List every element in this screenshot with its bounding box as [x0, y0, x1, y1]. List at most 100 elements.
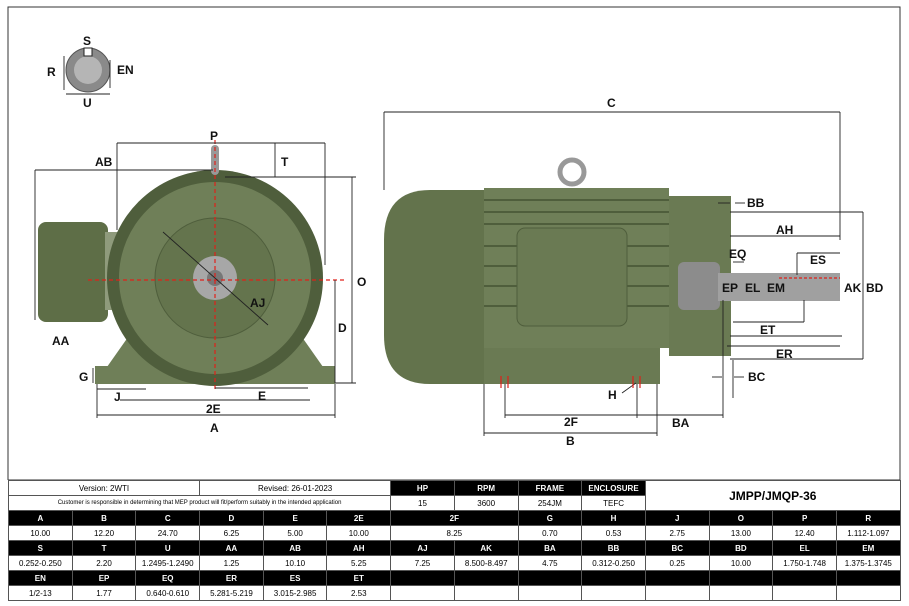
label-2E: 2E	[206, 402, 221, 416]
label-R: R	[47, 65, 56, 79]
label-O: O	[357, 275, 366, 289]
dim-label: EQ	[135, 570, 201, 586]
dim-value: 12.20	[71, 525, 137, 541]
label-AH: AH	[776, 223, 793, 237]
dim-value	[835, 585, 901, 601]
dim-label: G	[517, 510, 583, 526]
dim-value	[644, 585, 710, 601]
dim-value: 1.2495-1.2490	[135, 555, 201, 571]
front-view: P AB T O D AJ AA G J 2E E A	[34, 129, 366, 435]
dim-label: BA	[517, 540, 583, 556]
dim-value	[708, 585, 774, 601]
label-EQ: EQ	[729, 247, 746, 261]
dim-label: P	[772, 510, 837, 526]
dim-value: 2.20	[71, 555, 137, 571]
dim-label: D	[199, 510, 264, 526]
dim-label: B	[71, 510, 137, 526]
dim-value: 1.112-1.097	[835, 525, 901, 541]
dim-value: 13.00	[708, 525, 774, 541]
version: Version: 2WTI	[7, 480, 201, 496]
label-AJ: AJ	[250, 296, 265, 310]
dim-label: 2E	[326, 510, 392, 526]
dim-label: AA	[199, 540, 264, 556]
revised-date: Revised: 26-01-2023	[199, 480, 392, 496]
dim-value	[453, 585, 519, 601]
dim-label: ES	[262, 570, 328, 586]
dim-value: 2.75	[644, 525, 710, 541]
shaft-end-detail: S R EN U	[47, 34, 134, 110]
dim-label: J	[644, 510, 710, 526]
spec-label: RPM	[453, 480, 519, 496]
dim-value	[390, 585, 455, 601]
spec-label: FRAME	[517, 480, 583, 496]
dim-value	[772, 585, 837, 601]
dim-value	[581, 585, 646, 601]
dim-label: BD	[708, 540, 774, 556]
dim-value: 0.312-0.250	[581, 555, 646, 571]
dim-value: 10.10	[262, 555, 328, 571]
dim-label: BC	[644, 540, 710, 556]
dim-value: 1.375-1.3745	[835, 555, 901, 571]
label-B: B	[566, 434, 575, 448]
label-AB: AB	[95, 155, 113, 169]
label-C: C	[607, 96, 616, 110]
dim-label: S	[8, 540, 73, 556]
dim-value: 3.015-2.985	[262, 585, 328, 601]
dim-value: 8.25	[390, 525, 519, 541]
dim-label: C	[135, 510, 201, 526]
dim-label: U	[135, 540, 201, 556]
dim-value: 0.252-0.250	[8, 555, 73, 571]
dim-value: 24.70	[135, 525, 201, 541]
dim-label	[708, 570, 774, 586]
dim-value: 4.75	[517, 555, 583, 571]
dim-value: 0.25	[644, 555, 710, 571]
dim-label: BB	[581, 540, 646, 556]
label-P: P	[210, 129, 218, 143]
dim-label: ER	[199, 570, 264, 586]
label-ET: ET	[760, 323, 776, 337]
spec-label: ENCLOSURE	[581, 480, 646, 496]
dim-value: 0.640-0.610	[135, 585, 201, 601]
dim-value: 1.25	[199, 555, 264, 571]
spec-value: TEFC	[581, 495, 646, 511]
dim-label	[517, 570, 583, 586]
sheet-border	[7, 6, 901, 480]
dim-label: H	[581, 510, 646, 526]
dim-value: 5.281-5.219	[199, 585, 264, 601]
dim-value: 12.40	[772, 525, 837, 541]
dim-label	[835, 570, 901, 586]
label-G: G	[79, 370, 88, 384]
spec-value: 254JM	[517, 495, 583, 511]
label-AK: AK	[844, 281, 862, 295]
disclaimer: Customer is responsible in determining t…	[7, 495, 392, 511]
dim-value	[517, 585, 583, 601]
label-S: S	[83, 34, 91, 48]
label-EM: EM	[767, 281, 785, 295]
label-BA: BA	[672, 416, 690, 430]
dim-label	[453, 570, 519, 586]
model-title: JMPP/JMQP-36	[644, 480, 901, 511]
dim-value: 2.53	[326, 585, 392, 601]
label-ES: ES	[810, 253, 826, 267]
spec-value: 15	[390, 495, 455, 511]
dim-value: 5.00	[262, 525, 328, 541]
dim-label: ET	[326, 570, 392, 586]
dim-value: 1.77	[71, 585, 137, 601]
dim-label: A	[8, 510, 73, 526]
label-A: A	[210, 421, 219, 435]
dim-value: 6.25	[199, 525, 264, 541]
label-H: H	[608, 388, 617, 402]
label-EN: EN	[117, 63, 134, 77]
dim-value: 0.70	[517, 525, 583, 541]
dim-label	[772, 570, 837, 586]
dim-label: EM	[835, 540, 901, 556]
side-view: C BB AH EQ ES EP EL EM AK BD ET ER BC H …	[383, 96, 884, 448]
dim-label: O	[708, 510, 774, 526]
label-D: D	[338, 321, 347, 335]
dim-label: EP	[71, 570, 137, 586]
spec-label: HP	[390, 480, 455, 496]
label-T: T	[281, 155, 289, 169]
label-EP: EP	[722, 281, 738, 295]
dim-label: EN	[8, 570, 73, 586]
